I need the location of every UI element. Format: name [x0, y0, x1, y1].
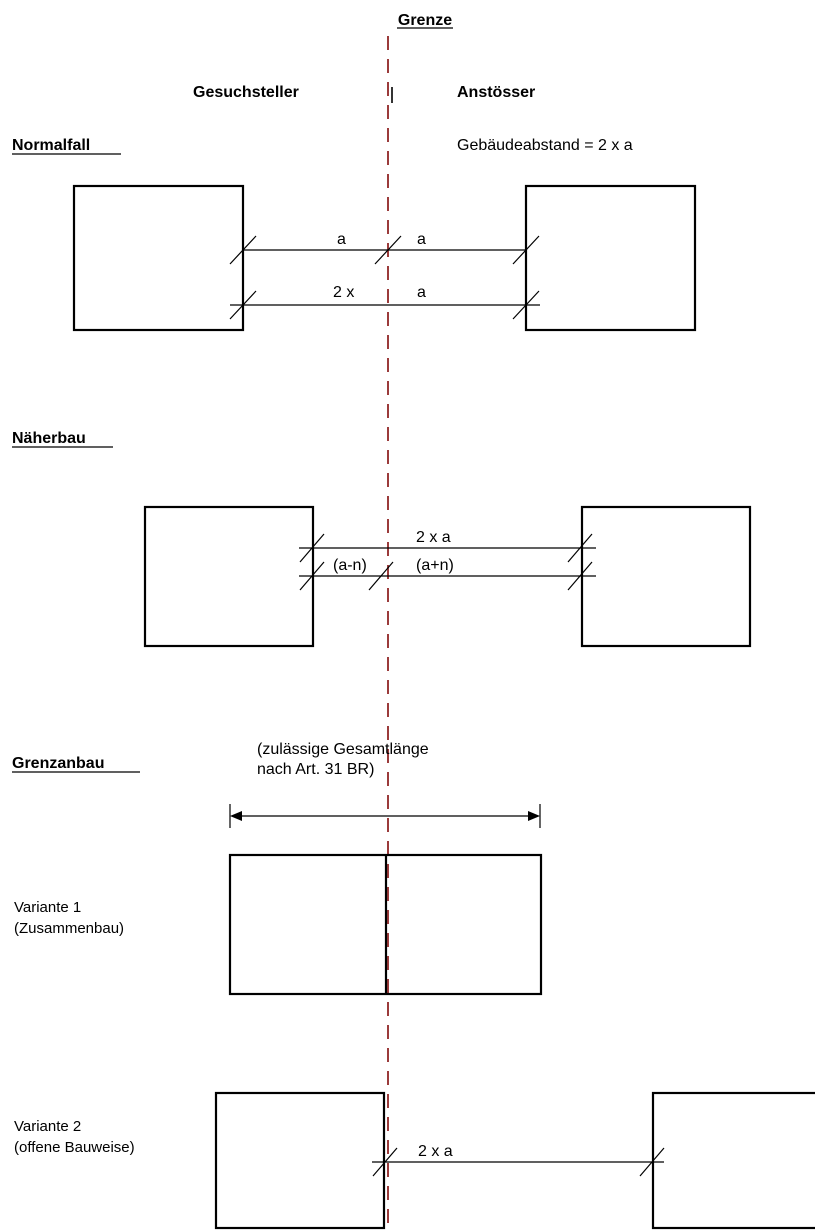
- arrow-right-icon: [528, 811, 540, 821]
- normal-dim-2x: 2 x: [333, 284, 354, 301]
- closer-neighbor-building: [580, 505, 752, 648]
- variant2-dim-tick: [372, 1147, 398, 1177]
- normal-dim-tick: [229, 235, 257, 265]
- closer-dim-total: 2 x a: [416, 529, 451, 546]
- closer-dim-tick: [567, 533, 593, 563]
- closer-dim-left: (a-n): [333, 557, 367, 574]
- normal-applicant-building: [72, 184, 245, 332]
- closer-dim-tick: [299, 533, 325, 563]
- variant2-neighbor-building: [651, 1091, 815, 1230]
- normal-dim-a-right: a: [417, 231, 426, 248]
- border-label: Grenze: [398, 12, 452, 29]
- neighbor-header: Anstösser: [457, 84, 535, 101]
- variant1-sublabel: (Zusammenbau): [14, 920, 124, 937]
- normal-formula: Gebäudeabstand = 2 x a: [457, 137, 633, 154]
- boundary-note-line2: nach Art. 31 BR): [257, 761, 374, 778]
- normal-neighbor-building: [524, 184, 697, 332]
- normal-dim-tick: [512, 235, 540, 265]
- variant2-sublabel: (offene Bauweise): [14, 1139, 135, 1156]
- closer-case-title: Näherbau: [12, 430, 86, 447]
- normal-dim-tick: [374, 235, 402, 265]
- variant1-label: Variante 1: [14, 899, 81, 916]
- normal-dim-tick: [512, 290, 540, 320]
- normal-dim-a-left: a: [337, 231, 346, 248]
- boundary-note-line1: (zulässige Gesamtlänge: [257, 741, 429, 758]
- boundary-case-title: Grenzanbau: [12, 755, 104, 772]
- closer-dim-right: (a+n): [416, 557, 454, 574]
- normal-dim-2x-a: a: [417, 284, 426, 301]
- closer-dim-tick: [299, 561, 325, 591]
- applicant-header: Gesuchsteller: [193, 84, 299, 101]
- normal-dim-tick: [229, 290, 257, 320]
- variant2-dim-tick: [639, 1147, 665, 1177]
- variant2-dim: 2 x a: [418, 1143, 453, 1160]
- closer-dim-tick: [567, 561, 593, 591]
- variant2-label: Variante 2: [14, 1118, 81, 1135]
- closer-dim-tick: [368, 561, 394, 591]
- arrow-left-icon: [230, 811, 242, 821]
- variant2-applicant-building: [214, 1091, 386, 1230]
- closer-applicant-building: [143, 505, 315, 648]
- normal-case-title: Normalfall: [12, 137, 90, 154]
